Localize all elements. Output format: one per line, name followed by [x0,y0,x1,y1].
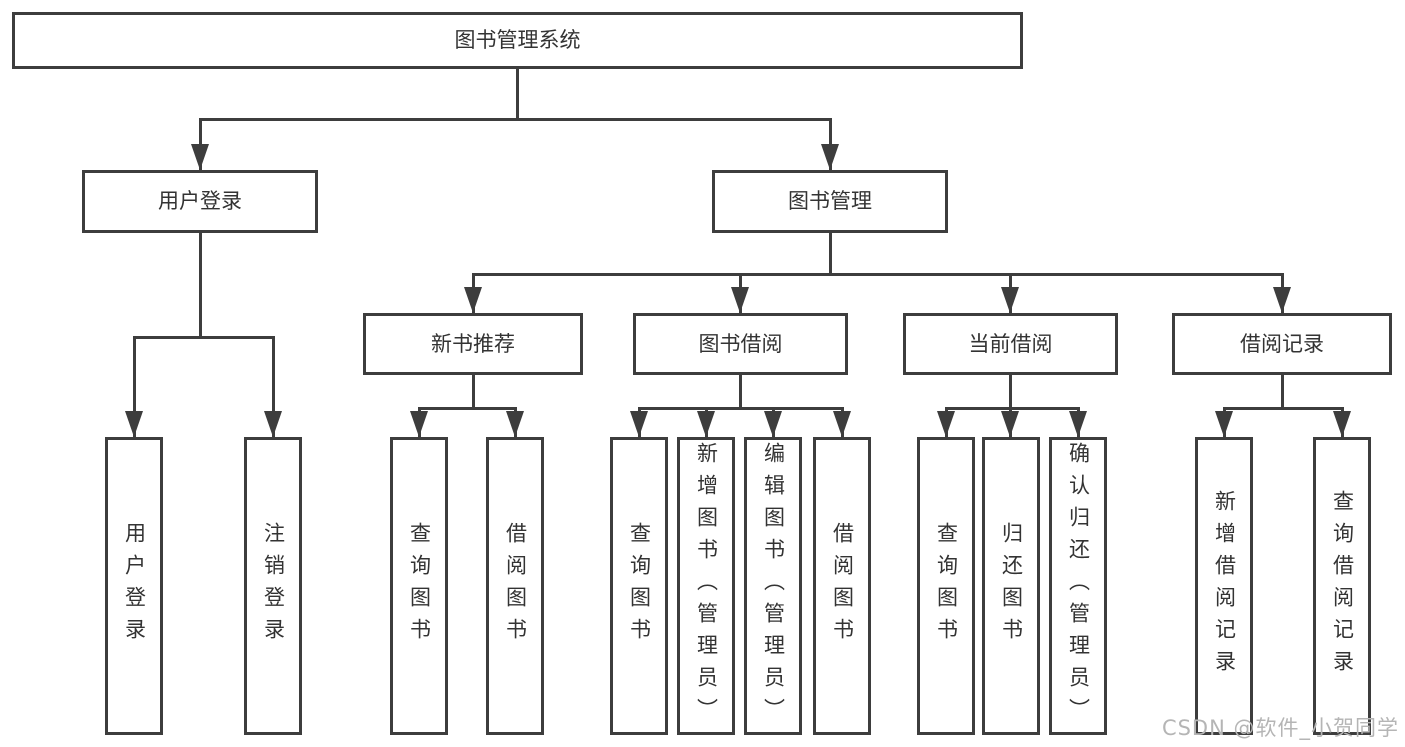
leaf-confirm-return-admin: 确认归还（管理员） [1049,437,1107,735]
leaf-query-books-current: 查询图书 [917,437,975,735]
node-label: 借阅图书 [503,522,528,650]
arrowhead-down-icon [937,411,955,437]
node-label: 新书推荐 [431,331,515,356]
node-new-book-recommendation: 新书推荐 [363,313,583,375]
leaf-return-book: 归还图书 [982,437,1040,735]
arrowhead-down-icon [1001,411,1019,437]
node-label: 新增图书（管理员） [694,442,719,730]
connector-line [1281,375,1284,407]
leaf-logout: 注销登录 [244,437,302,735]
arrowhead-down-icon [1333,411,1351,437]
node-label: 图书管理系统 [454,28,581,52]
connector-line [638,407,844,410]
connector-line [418,407,517,410]
arrowhead-down-icon [821,144,839,170]
node-label: 借阅记录 [1240,331,1324,356]
connector-line [945,407,1080,410]
arrowhead-down-icon [764,411,782,437]
node-label: 用户登录 [158,189,242,213]
leaf-borrow-books-recommend: 借阅图书 [486,437,544,735]
connector-line [133,336,274,339]
leaf-query-books-recommend: 查询图书 [390,437,448,735]
arrowhead-down-icon [464,287,482,313]
connector-line [739,375,742,407]
node-label: 借阅图书 [830,522,855,650]
connector-line [199,233,202,336]
node-label: 查询图书 [627,522,652,650]
connector-line [472,273,1283,276]
node-label: 图书借阅 [698,331,783,356]
arrowhead-down-icon [264,411,282,437]
node-label: 当前借阅 [968,331,1053,356]
arrowhead-down-icon [506,411,524,437]
node-book-management: 图书管理 [712,170,948,233]
node-book-borrowing: 图书借阅 [633,313,848,375]
node-root: 图书管理系统 [12,12,1023,69]
node-label: 查询图书 [934,522,959,650]
connector-line [516,69,519,118]
node-label: 图书管理 [788,189,872,213]
node-label: 注销登录 [261,522,286,650]
node-label: 归还图书 [999,522,1024,650]
arrowhead-down-icon [1069,411,1087,437]
arrowhead-down-icon [410,411,428,437]
node-label: 用户登录 [122,522,147,650]
arrowhead-down-icon [697,411,715,437]
arrowhead-down-icon [125,411,143,437]
connector-line [472,375,475,407]
node-borrowing-records: 借阅记录 [1172,313,1392,375]
connector-line [829,233,832,273]
arrowhead-down-icon [1215,411,1233,437]
leaf-add-borrow-record: 新增借阅记录 [1195,437,1253,735]
leaf-user-login: 用户登录 [105,437,163,735]
node-label: 查询借阅记录 [1330,490,1355,682]
node-label: 确认归还（管理员） [1066,442,1091,730]
connector-line [133,336,136,437]
connector-line [272,336,275,437]
leaf-add-book-admin: 新增图书（管理员） [677,437,735,735]
node-label: 编辑图书（管理员） [761,442,786,730]
arrowhead-down-icon [731,287,749,313]
connector-line [1009,375,1012,407]
connector-line [199,118,831,121]
arrowhead-down-icon [191,144,209,170]
leaf-query-books-borrowing: 查询图书 [610,437,668,735]
node-label: 新增借阅记录 [1212,490,1237,682]
leaf-query-borrow-record: 查询借阅记录 [1313,437,1371,735]
node-user-login: 用户登录 [82,170,318,233]
leaf-edit-book-admin: 编辑图书（管理员） [744,437,802,735]
connector-line [1223,407,1344,410]
node-current-borrowing: 当前借阅 [903,313,1118,375]
arrowhead-down-icon [1273,287,1291,313]
node-label: 查询图书 [407,522,432,650]
arrowhead-down-icon [1001,287,1019,313]
leaf-borrow-books: 借阅图书 [813,437,871,735]
csdn-watermark: CSDN @软件_小贺同学 [1161,716,1399,740]
arrowhead-down-icon [630,411,648,437]
arrowhead-down-icon [833,411,851,437]
